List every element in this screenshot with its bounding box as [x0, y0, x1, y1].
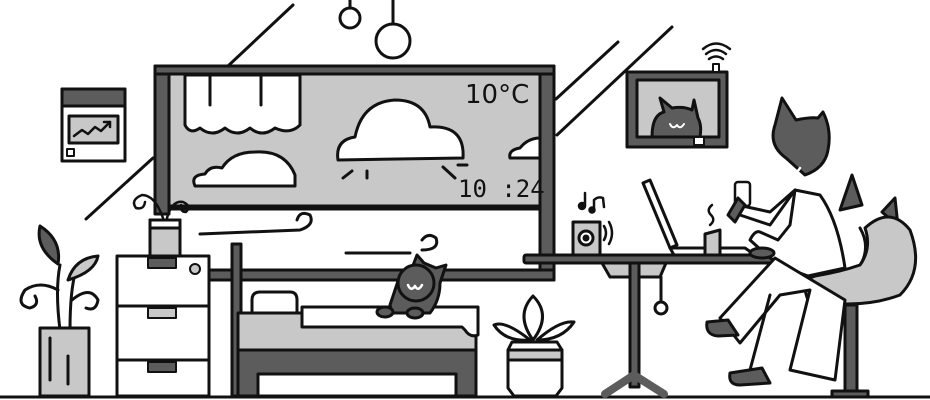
- music-speaker: [571, 191, 614, 257]
- potted-plant-center: [492, 294, 576, 398]
- bed-pillow: [250, 290, 299, 315]
- cloud-left: [192, 150, 297, 188]
- temperature-label: 10°C: [465, 80, 529, 110]
- wind-lines: [198, 211, 439, 255]
- coffee-cup: [703, 203, 722, 257]
- light-rays: [84, 3, 674, 221]
- hanging-lamps: [338, 0, 412, 60]
- small-cat: [375, 253, 448, 320]
- time-label: 10 :24: [458, 175, 545, 203]
- bed: [230, 242, 480, 398]
- cloud-right: [508, 136, 542, 160]
- wall-chart-frame: [60, 87, 127, 163]
- tv-cat-icon: [650, 96, 703, 139]
- chair: [803, 173, 918, 399]
- cloud-center: [336, 98, 465, 162]
- weather-window: 10°C 10 :24: [153, 64, 556, 282]
- bed-blanket: [300, 305, 480, 338]
- potted-plant-left: [19, 224, 100, 398]
- drawer-cabinet: [115, 193, 211, 398]
- wall-tv: [625, 42, 732, 149]
- window-curtain: [183, 73, 302, 135]
- cat-person: [705, 96, 847, 387]
- trending-up-icon: [72, 120, 112, 138]
- weather-dashes: [341, 163, 469, 180]
- music-notes-icon: [577, 191, 606, 214]
- wifi-icon: [701, 42, 732, 61]
